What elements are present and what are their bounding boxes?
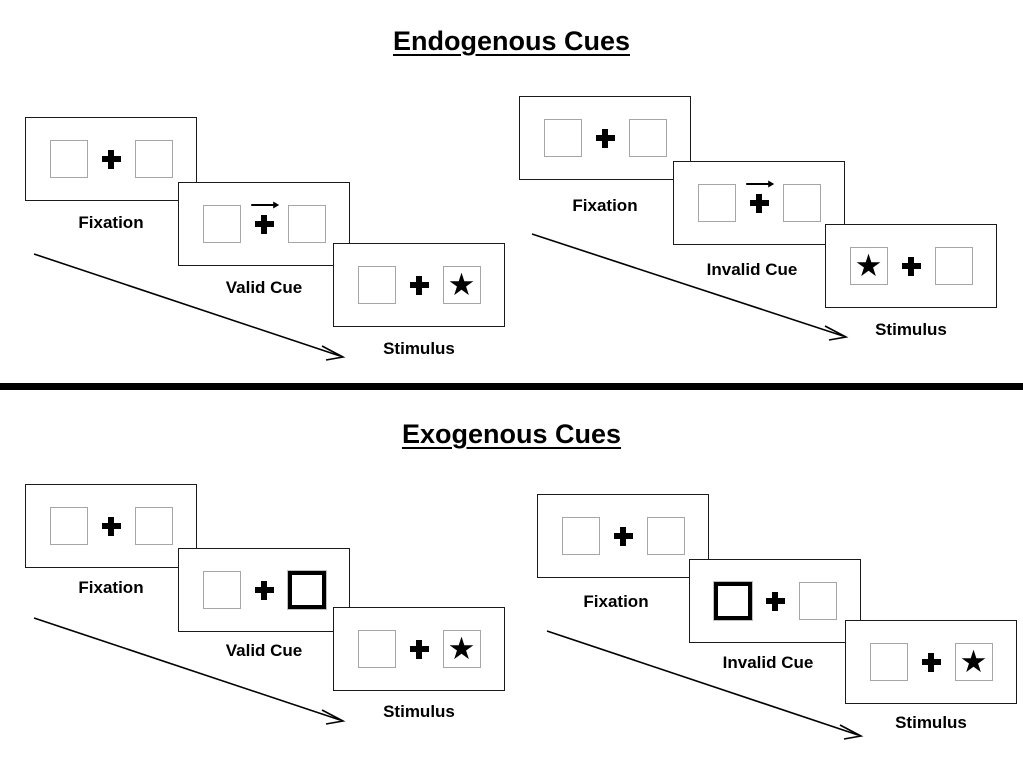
placeholder-box-left-target: ★ [849, 247, 888, 285]
placeholder-box-right [134, 140, 173, 178]
frame-endogenous-valid-cue [178, 182, 350, 266]
stage-label-endogenous-invalid-cue: Invalid Cue [706, 260, 798, 279]
frame-exogenous-invalid-fixation [537, 494, 709, 578]
section-title-endogenous: Endogenous Cues [392, 26, 630, 56]
placeholder-box-left [357, 630, 396, 668]
placeholder-box-right [134, 507, 173, 545]
fixation-plus-icon [765, 591, 785, 611]
time-progression-arrow-icon [33, 253, 346, 361]
placeholder-box-left [49, 507, 88, 545]
section-divider [0, 383, 1023, 390]
placeholder-box-right-target: ★ [442, 630, 481, 668]
frame-endogenous-valid-stimulus: ★ [333, 243, 505, 327]
stage-label-exogenous-invalid-stimulus: Stimulus [895, 713, 967, 732]
fixation-plus-icon [595, 128, 615, 148]
placeholder-box-left [697, 184, 736, 222]
placeholder-box-right [646, 517, 685, 555]
placeholder-box-right [782, 184, 821, 222]
placeholder-box-right-target: ★ [442, 266, 481, 304]
frame-endogenous-valid-fixation [25, 117, 197, 201]
stage-label-exogenous-valid-fixation: Fixation [78, 578, 144, 597]
section-title-exogenous: Exogenous Cues [401, 419, 622, 449]
fixation-plus-icon [921, 652, 941, 672]
fixation-plus-icon [613, 526, 633, 546]
fixation-plus-icon [409, 639, 429, 659]
placeholder-box-left [543, 119, 582, 157]
placeholder-box-right [628, 119, 667, 157]
stage-label-exogenous-valid-cue: Valid Cue [225, 641, 303, 660]
placeholder-box-left [357, 266, 396, 304]
placeholder-box-right [287, 205, 326, 243]
placeholder-box-left [561, 517, 600, 555]
arrow-right-icon [746, 180, 775, 187]
placeholder-box-right-cued [286, 570, 327, 610]
placeholder-box-left-cued [712, 581, 753, 621]
frame-endogenous-invalid-fixation [519, 96, 691, 180]
fixation-plus-icon [101, 516, 121, 536]
placeholder-box-right [798, 582, 837, 620]
stage-label-endogenous-invalid-stimulus: Stimulus [875, 320, 947, 339]
fixation-plus-icon [101, 149, 121, 169]
frame-endogenous-invalid-stimulus: ★ [825, 224, 997, 308]
frame-exogenous-invalid-stimulus: ★ [845, 620, 1017, 704]
stage-label-endogenous-invalid-fixation: Fixation [572, 196, 638, 215]
placeholder-box-left [202, 205, 241, 243]
placeholder-box-left [49, 140, 88, 178]
placeholder-box-left [869, 643, 908, 681]
stage-label-endogenous-valid-cue: Valid Cue [225, 278, 303, 297]
stage-label-exogenous-invalid-fixation: Fixation [583, 592, 649, 611]
frame-exogenous-valid-stimulus: ★ [333, 607, 505, 691]
stage-label-endogenous-valid-stimulus: Stimulus [383, 339, 455, 358]
time-progression-arrow-icon [546, 630, 864, 740]
star-icon: ★ [959, 643, 988, 679]
time-progression-arrow-icon [33, 617, 346, 725]
star-icon: ★ [447, 630, 476, 666]
stage-label-exogenous-invalid-cue: Invalid Cue [722, 653, 814, 672]
star-icon: ★ [854, 247, 883, 283]
fixation-plus-icon [746, 180, 775, 213]
frame-exogenous-valid-fixation [25, 484, 197, 568]
placeholder-box-left [202, 571, 241, 609]
star-icon: ★ [447, 266, 476, 302]
frame-exogenous-valid-cue [178, 548, 350, 632]
arrow-right-icon [251, 201, 280, 208]
placeholder-box-right [934, 247, 973, 285]
fixation-plus-icon [254, 580, 274, 600]
fixation-plus-icon [251, 201, 280, 234]
stage-label-exogenous-valid-stimulus: Stimulus [383, 702, 455, 721]
frame-endogenous-invalid-cue [673, 161, 845, 245]
stage-label-endogenous-valid-fixation: Fixation [78, 213, 144, 232]
frame-exogenous-invalid-cue [689, 559, 861, 643]
fixation-plus-icon [901, 256, 921, 276]
time-progression-arrow-icon [531, 233, 849, 341]
fixation-plus-icon [409, 275, 429, 295]
placeholder-box-right-target: ★ [954, 643, 993, 681]
